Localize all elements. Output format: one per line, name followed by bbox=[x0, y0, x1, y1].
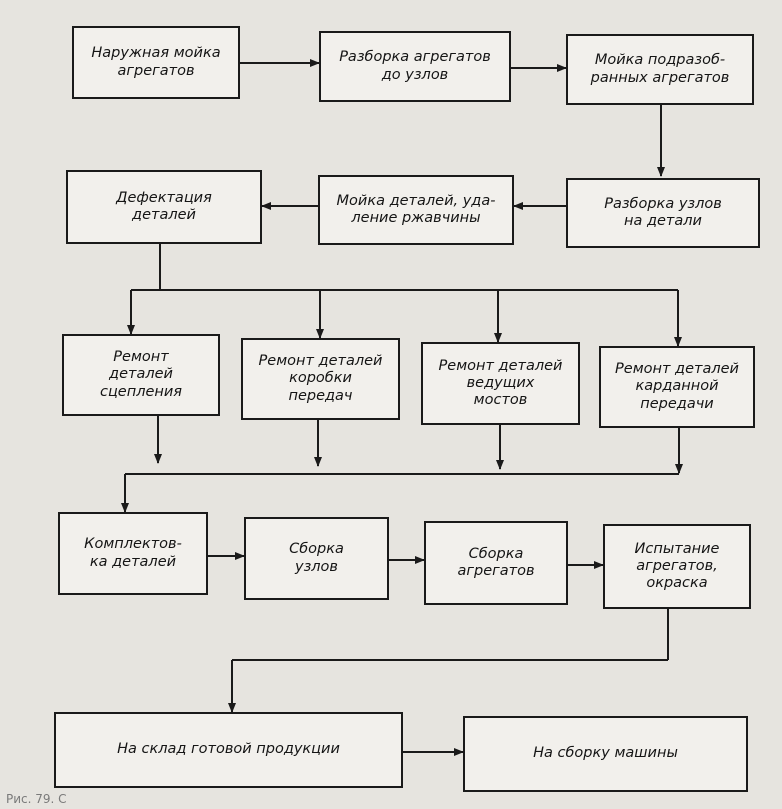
warehouse-box: На склад готовой продукции bbox=[54, 712, 403, 788]
machine-assembly-box: На сборку машины bbox=[463, 716, 748, 792]
repair-axles-box: Ремонт деталей ведущих мостов bbox=[421, 342, 580, 425]
unit-assembly-box: Сборка узлов bbox=[244, 517, 389, 600]
parts-wash-box: Мойка деталей, уда- ление ржавчины bbox=[318, 175, 514, 245]
defect-detection-box: Дефектация деталей bbox=[66, 170, 262, 244]
aggregate-assembly-box: Сборка агрегатов bbox=[424, 521, 568, 605]
disassembly-parts-box: Разборка узлов на детали bbox=[566, 178, 760, 248]
testing-painting-box: Испытание агрегатов, окраска bbox=[603, 524, 751, 609]
repair-gearbox-box: Ремонт деталей коробки передач bbox=[241, 338, 400, 420]
kitting-box: Комплектов- ка деталей bbox=[58, 512, 208, 595]
figure-caption: Рис. 79. С bbox=[6, 792, 67, 806]
repair-cardan-box: Ремонт деталей карданной передачи bbox=[599, 346, 755, 428]
repair-clutch-box: Ремонт деталей сцепления bbox=[62, 334, 220, 416]
disassembly-units-box: Разборка агрегатов до узлов bbox=[319, 31, 511, 102]
partial-wash-box: Мойка подразоб- ранных агрегатов bbox=[566, 34, 754, 105]
outer-wash-box: Наружная мойка агрегатов bbox=[72, 26, 240, 99]
